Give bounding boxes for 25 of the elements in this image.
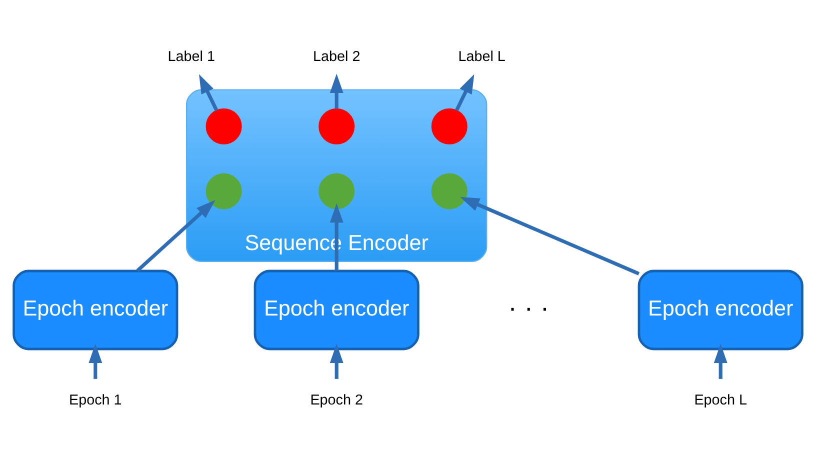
- node-text: Label 2: [312, 49, 360, 66]
- node-box: Epoch encoder: [638, 270, 804, 350]
- node-text: Epoch 2: [310, 392, 364, 408]
- node-text: Label 1: [168, 49, 216, 66]
- arrow: [330, 344, 344, 379]
- arrow: [714, 344, 728, 379]
- node-text: Epoch L: [694, 392, 748, 408]
- arrow: [88, 344, 102, 379]
- arrow: [199, 74, 218, 112]
- node-box: Epoch encoder: [12, 270, 178, 350]
- node-text: Label L: [458, 49, 506, 66]
- arrow: [330, 74, 344, 109]
- label: · · ·: [508, 292, 550, 323]
- node-box: Epoch encoder: [254, 270, 420, 350]
- node-circle: [431, 173, 468, 210]
- node-circle: [431, 108, 468, 144]
- node-circle: [206, 108, 242, 144]
- arrow: [330, 203, 344, 271]
- arrow: [460, 197, 640, 276]
- arrow: [136, 200, 216, 272]
- node-text: Epoch 1: [68, 392, 122, 408]
- node-circle: [318, 173, 355, 210]
- arrow: [454, 74, 474, 112]
- node-circle: [206, 173, 242, 210]
- node-circle: [318, 108, 355, 144]
